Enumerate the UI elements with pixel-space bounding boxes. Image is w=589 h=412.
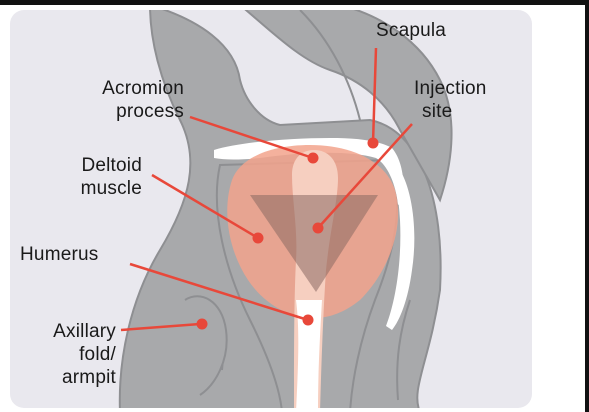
label-injection-line2: site	[414, 100, 487, 123]
pointer-dot-scapula	[368, 138, 379, 149]
label-deltoid-muscle: Deltoid muscle	[50, 154, 142, 200]
label-axillary-line3: armpit	[20, 366, 116, 389]
label-deltoid-line1: Deltoid	[50, 154, 142, 177]
pointer-dot-axillary	[197, 319, 208, 330]
pointer-dot-humerus	[303, 315, 314, 326]
label-scapula: Scapula	[376, 19, 446, 42]
pointer-dot-deltoid	[253, 233, 264, 244]
label-axillary-fold: Axillary fold/ armpit	[20, 320, 116, 389]
label-acromion-line2: process	[60, 100, 184, 123]
label-axillary-line2: fold/	[20, 343, 116, 366]
label-axillary-line1: Axillary	[20, 320, 116, 343]
pointer-dot-acromion	[308, 153, 319, 164]
label-injection-site: Injection site	[414, 77, 487, 123]
pointer-dot-injection	[313, 223, 324, 234]
label-humerus: Humerus	[20, 243, 98, 266]
label-acromion-line1: Acromion	[60, 77, 184, 100]
label-injection-line1: Injection	[414, 77, 487, 100]
label-acromion-process: Acromion process	[60, 77, 184, 123]
label-deltoid-line2: muscle	[50, 177, 142, 200]
